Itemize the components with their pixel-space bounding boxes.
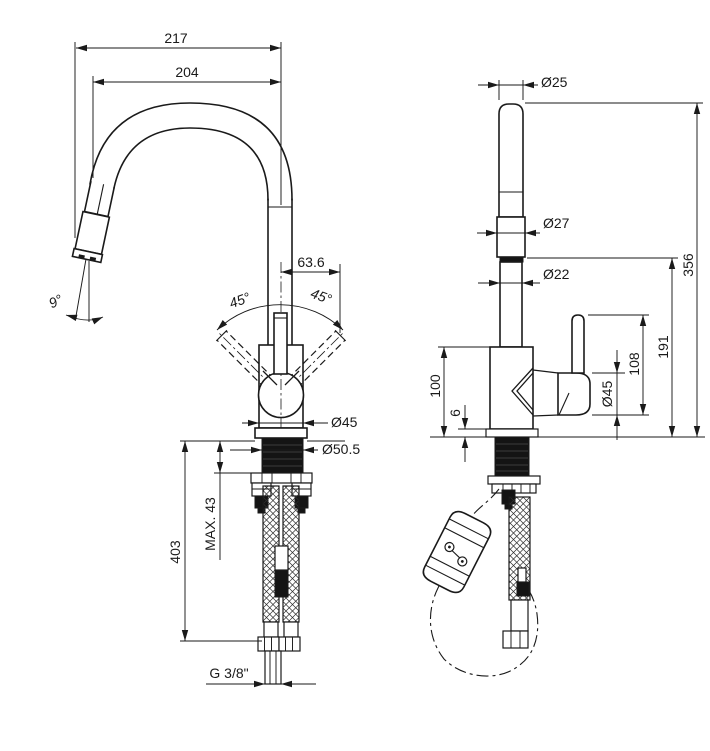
hose-nut-front <box>502 630 529 649</box>
dim-base-plate-thickness: 6 <box>447 405 486 462</box>
hose-nut-left <box>257 636 280 652</box>
dim-total-reach: 217 <box>74 30 282 238</box>
dim-handle-body-diameter: Ø45 <box>592 350 625 440</box>
counterweight <box>422 510 492 594</box>
dim-swivel-offset-label: 63.6 <box>297 254 324 270</box>
dim-total-reach-label: 217 <box>164 30 188 46</box>
spray-head-front <box>496 216 526 258</box>
supply-hoses-side <box>257 485 301 685</box>
dim-spout-diameter: Ø25 <box>478 74 568 100</box>
dim-body-height: 100 <box>427 346 490 437</box>
dim-thread-size: G 3/8" <box>206 665 316 688</box>
dim-hose-length: 403 <box>167 441 262 642</box>
dim-max-counter-thickness-label: MAX. 43 <box>202 497 218 551</box>
dim-spout-height: 191 <box>527 257 678 437</box>
dim-base-plate-thickness-label: 6 <box>447 409 463 417</box>
dim-spout-height-label: 191 <box>655 335 671 359</box>
dim-spout-diameter-label: Ø25 <box>541 74 568 90</box>
dim-spout-reach: 204 <box>92 64 281 178</box>
faucet-body-front <box>489 346 559 430</box>
swivel-arc: 45° 45° <box>216 285 344 331</box>
spray-angle-annotation: 9° <box>46 258 104 325</box>
neck-tube <box>499 261 523 348</box>
dim-neck-diameter-label: Ø22 <box>543 266 570 282</box>
spray-head <box>71 180 115 264</box>
handle-rod <box>571 314 585 374</box>
dim-handle-body-diameter-label: Ø45 <box>599 381 615 408</box>
dim-hose-length-label: 403 <box>167 540 183 564</box>
dim-overall-height-label: 356 <box>680 253 696 277</box>
thread-pipe <box>264 650 282 685</box>
dim-swivel-offset: 63.6 <box>281 254 341 333</box>
pullout-hose-fitting <box>274 545 289 571</box>
dim-body-height-label: 100 <box>427 374 443 398</box>
supply-hose-front <box>502 496 531 649</box>
spout-arch <box>89 102 293 346</box>
dim-handle-height-label: 108 <box>626 352 642 376</box>
spout-column <box>496 103 526 348</box>
faucet-body-side <box>215 262 347 434</box>
dim-head-diameter-label: Ø27 <box>543 215 570 231</box>
hose-nut-right <box>278 636 301 652</box>
dim-shank-diameter-label: Ø50.5 <box>322 441 360 457</box>
dim-thread-size-label: G 3/8" <box>209 665 248 681</box>
dim-shank-diameter: Ø50.5 <box>230 441 360 457</box>
dim-spout-reach-label: 204 <box>175 64 199 80</box>
lever-handle-side <box>273 312 288 375</box>
front-view: Ø25 Ø27 Ø22 356 <box>422 74 705 677</box>
dim-head-diameter: Ø27 <box>477 215 570 237</box>
pullout-hose-path <box>429 488 539 677</box>
dim-spray-angle-label: 9° <box>46 291 65 311</box>
dim-overall-height: 356 <box>525 102 703 437</box>
dim-handle-height: 108 <box>588 314 649 416</box>
dim-max-counter-thickness: MAX. 43 <box>202 441 251 560</box>
base-plate-front <box>430 428 705 438</box>
mounting-hardware-side <box>250 472 313 514</box>
dim-body-diameter: Ø45 <box>242 414 358 430</box>
threaded-shank-side <box>261 437 304 474</box>
dim-neck-diameter: Ø22 <box>478 266 570 287</box>
dim-swivel-left-label: 45° <box>227 289 253 311</box>
side-view: 9° 45° <box>46 30 360 688</box>
handle <box>557 314 591 416</box>
dim-swivel-right-label: 45° <box>309 285 335 307</box>
dim-body-diameter-label: Ø45 <box>331 414 358 430</box>
